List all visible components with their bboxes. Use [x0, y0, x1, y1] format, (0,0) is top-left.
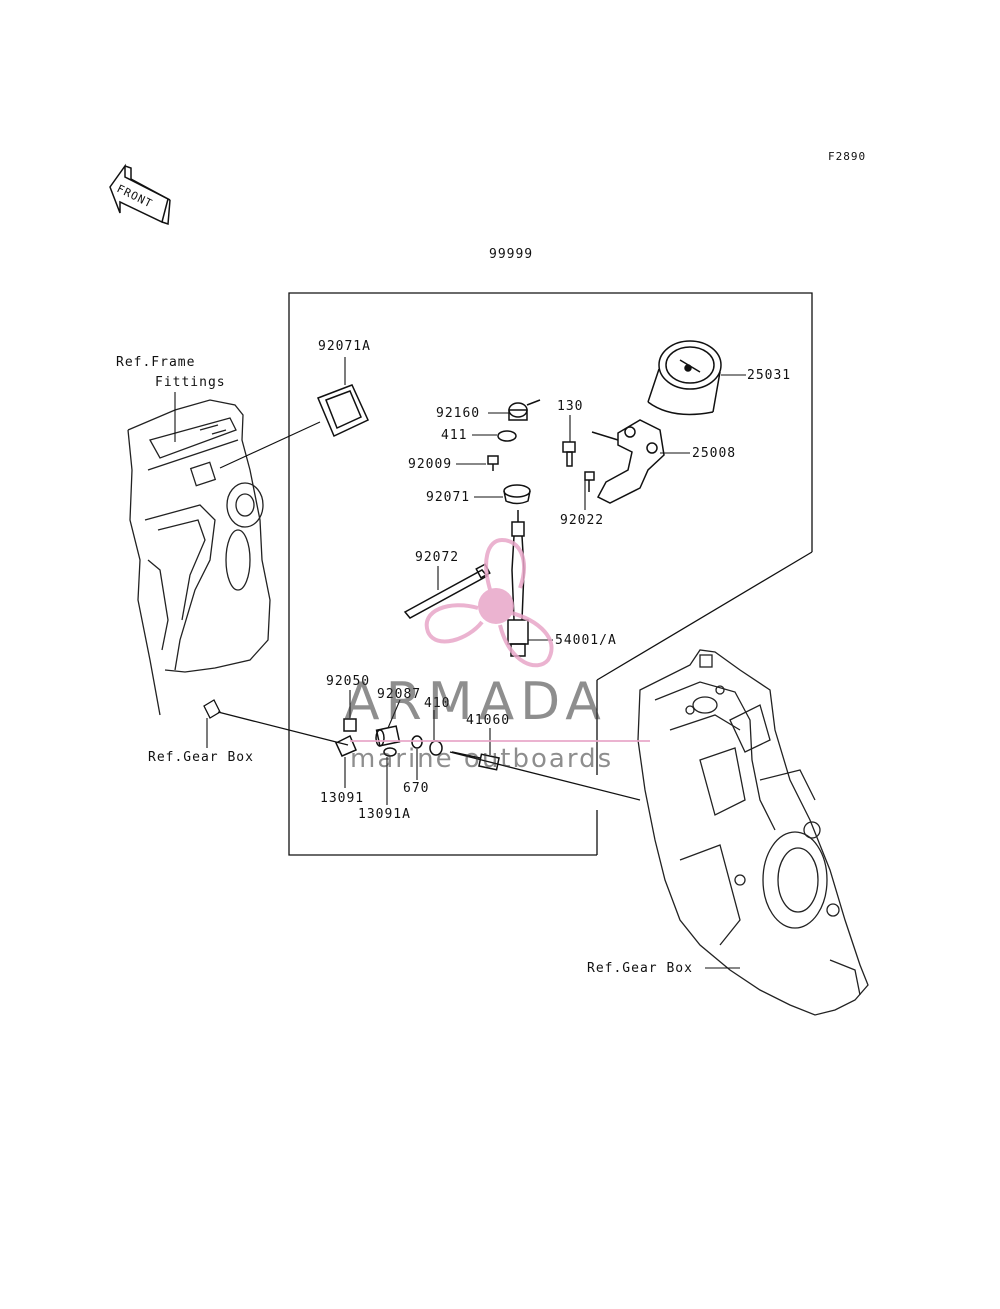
- part-label-41060: 41060: [466, 713, 511, 728]
- part-92071A-drawing: [317, 384, 369, 438]
- part-label-92071: 92071: [426, 490, 471, 505]
- part-label-92160: 92160: [436, 406, 481, 421]
- small-parts-drawing: [335, 718, 500, 771]
- ref-gear-box-left-label: Ref.Gear Box: [148, 750, 254, 765]
- part-label-670: 670: [403, 781, 430, 796]
- watermark-tagline: marine outboards: [350, 744, 614, 774]
- part-92160-drawing: [508, 399, 541, 421]
- assembly-box-outline: [288, 292, 813, 856]
- part-label-92009: 92009: [408, 457, 453, 472]
- cable-54001A-drawing: [507, 510, 529, 657]
- ref-gear-box-right-label: Ref.Gear Box: [587, 961, 693, 976]
- figure-code: F2890: [828, 150, 867, 163]
- meter-25031-drawing: [647, 340, 722, 416]
- part-label-130: 130: [557, 399, 584, 414]
- washer-411-drawing: [497, 430, 517, 442]
- part-label-92050: 92050: [326, 674, 371, 689]
- watermark-brand-name: ARMADA: [344, 672, 607, 732]
- gear-box-housing-drawing: [637, 649, 869, 1016]
- part-label-13091A: 13091A: [358, 807, 411, 822]
- part-label-410: 410: [424, 696, 451, 711]
- part-label-92022: 92022: [560, 513, 605, 528]
- screw-92022-drawing: [584, 471, 595, 492]
- part-label-25008: 25008: [692, 446, 737, 461]
- grommet-92071-drawing: [503, 484, 531, 505]
- bolt-130-drawing: [562, 441, 576, 467]
- screw-92009-drawing: [487, 455, 499, 471]
- part-label-13091: 13091: [320, 791, 365, 806]
- part-label-92087: 92087: [377, 687, 422, 702]
- assembly-number: 99999: [489, 247, 534, 262]
- cable-tie-92072-drawing: [403, 563, 491, 619]
- part-label-411: 411: [441, 428, 468, 443]
- drive-cable-line: [203, 699, 641, 801]
- bracket-25008-drawing: [591, 419, 665, 504]
- ref-frame-label: Ref.Frame: [116, 355, 196, 370]
- part-label-92071A: 92071A: [318, 339, 371, 354]
- armada-propeller-logo-icon: [424, 537, 554, 668]
- part-label-92072: 92072: [415, 550, 460, 565]
- part-label-54001A: 54001/A: [555, 633, 617, 648]
- frame-fittings-drawing: [127, 399, 271, 716]
- ref-frame-fittings-label: Fittings: [155, 375, 226, 390]
- part-label-25031: 25031: [747, 368, 792, 383]
- front-arrow-icon: [109, 163, 171, 226]
